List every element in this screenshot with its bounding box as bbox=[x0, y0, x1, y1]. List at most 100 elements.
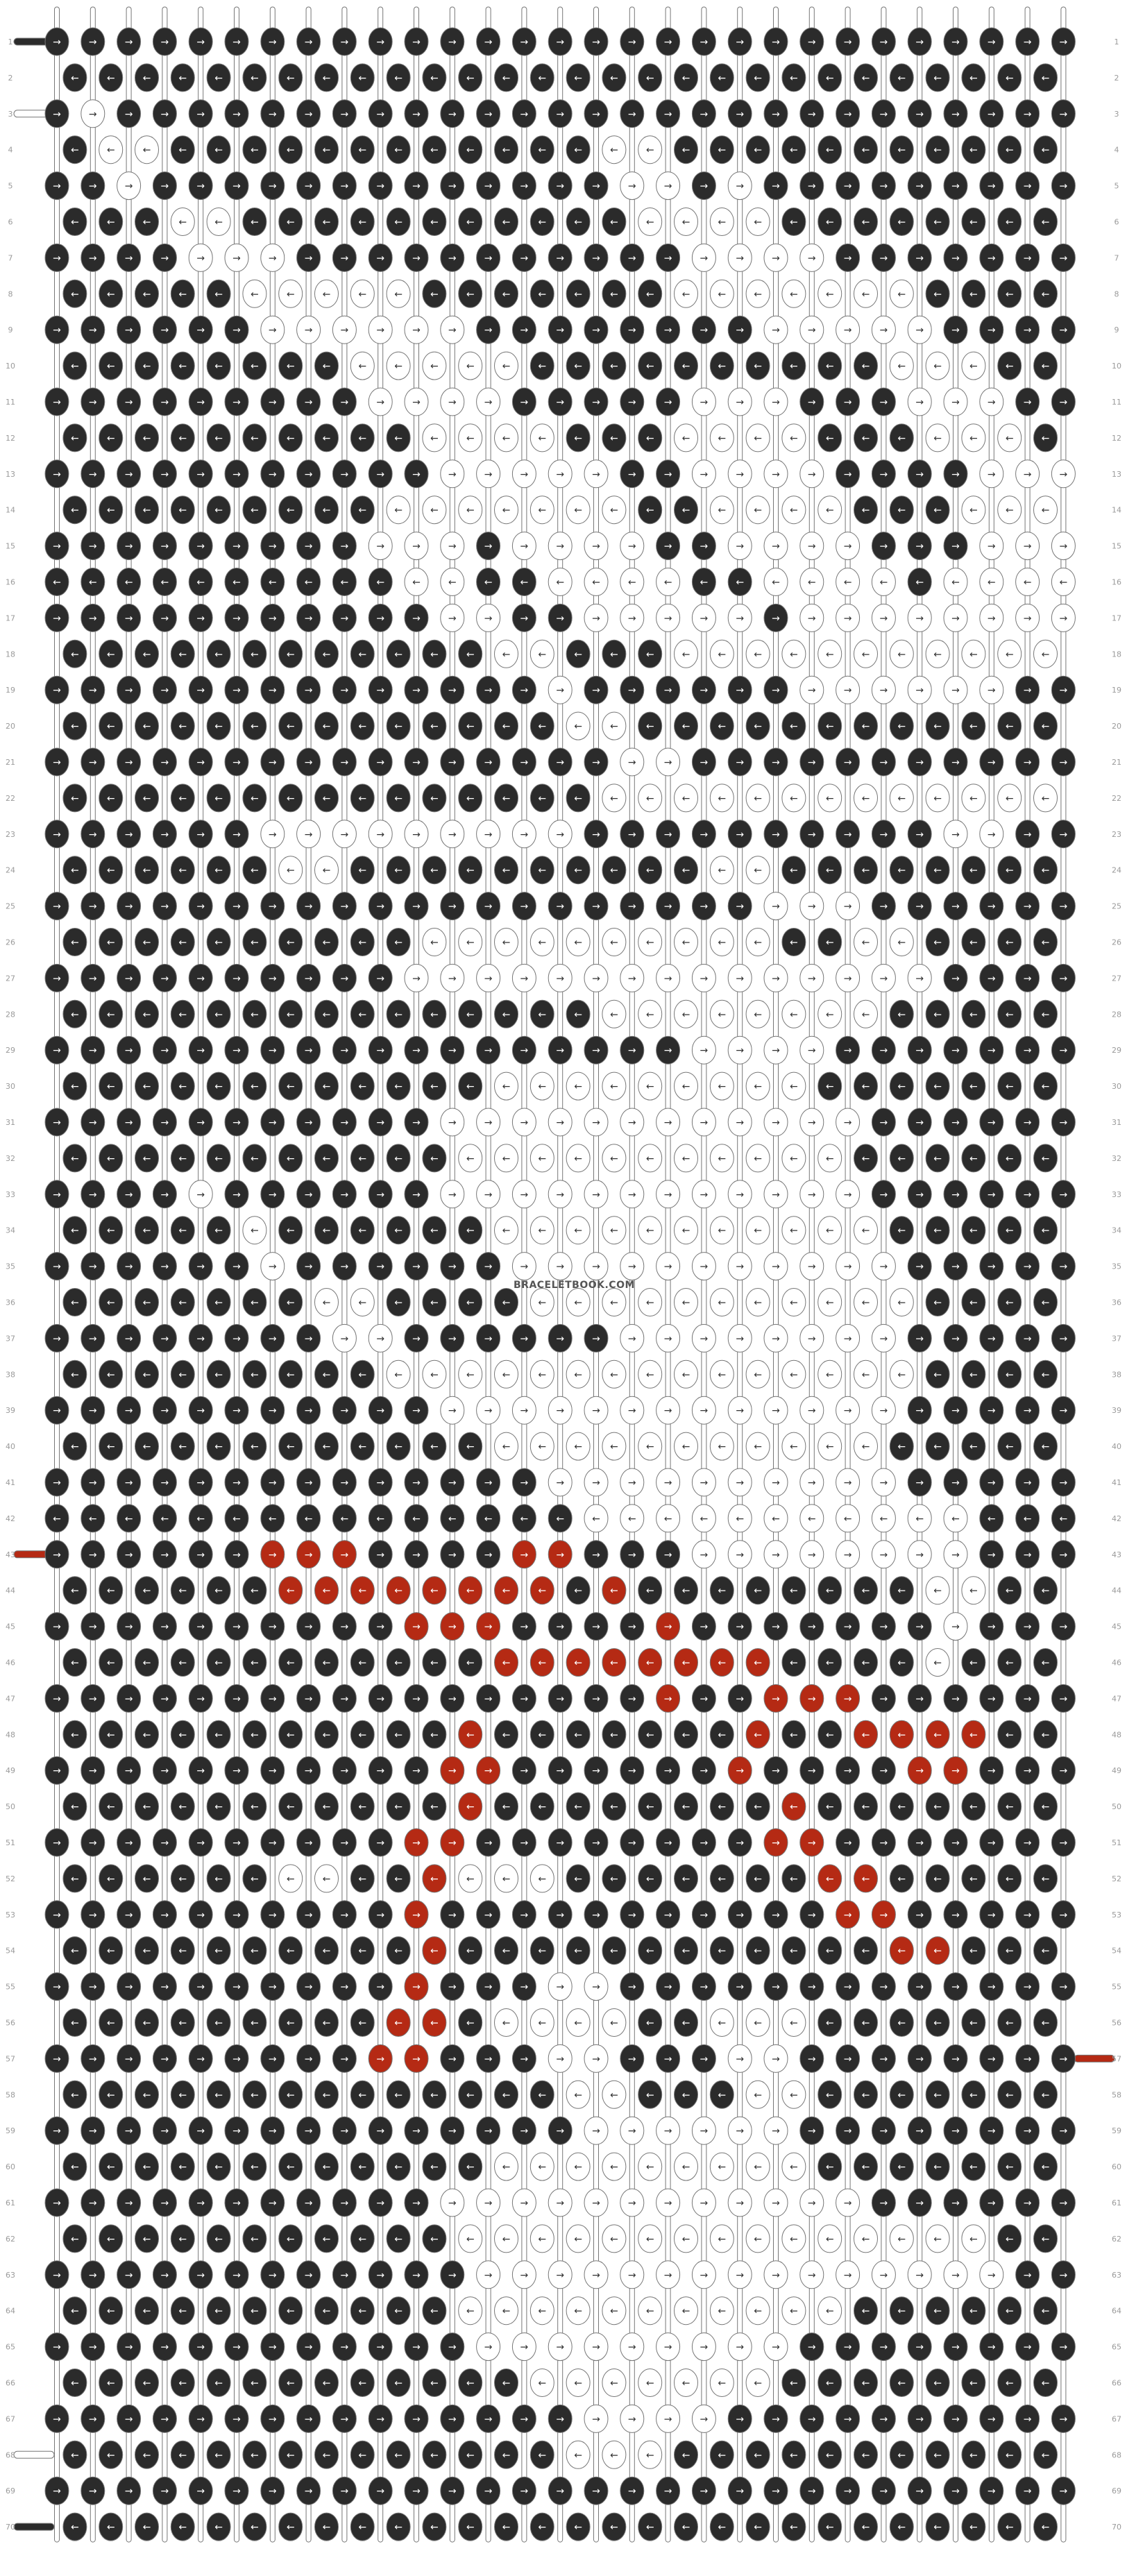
arrow-right-icon: → bbox=[808, 1982, 816, 1993]
knot bbox=[458, 279, 483, 308]
arrow-right-icon: → bbox=[988, 397, 996, 408]
arrow-left-icon: ← bbox=[574, 2378, 582, 2389]
arrow-right-icon: → bbox=[1060, 1550, 1068, 1561]
arrow-right-icon: → bbox=[951, 973, 960, 984]
arrow-right-icon: → bbox=[844, 325, 852, 336]
arrow-right-icon: → bbox=[664, 397, 672, 408]
arrow-left-icon: ← bbox=[323, 1081, 331, 1092]
arrow-left-icon: ← bbox=[53, 577, 61, 588]
arrow-left-icon: ← bbox=[502, 1369, 511, 1380]
arrow-right-icon: → bbox=[808, 1262, 816, 1273]
arrow-right-icon: → bbox=[196, 2342, 205, 2353]
arrow-left-icon: ← bbox=[538, 2234, 546, 2245]
row-label-left: 54 bbox=[6, 1947, 15, 1956]
arrow-left-icon: ← bbox=[915, 577, 924, 588]
arrow-right-icon: → bbox=[341, 2126, 349, 2137]
arrow-right-icon: → bbox=[305, 2198, 313, 2209]
arrow-right-icon: → bbox=[341, 1910, 349, 1921]
arrow-left-icon: ← bbox=[502, 433, 511, 444]
arrow-right-icon: → bbox=[520, 253, 529, 264]
knot bbox=[781, 999, 806, 1028]
arrow-right-icon: → bbox=[53, 1189, 61, 1201]
arrow-right-icon: → bbox=[880, 973, 888, 984]
arrow-right-icon: → bbox=[1024, 973, 1032, 984]
knot bbox=[494, 928, 518, 956]
arrow-right-icon: → bbox=[448, 613, 457, 624]
knot bbox=[584, 459, 609, 489]
arrow-right-icon: → bbox=[951, 901, 960, 913]
arrow-right-icon: → bbox=[772, 1982, 780, 1993]
knot bbox=[476, 963, 501, 992]
knot bbox=[925, 135, 950, 164]
arrow-left-icon: ← bbox=[1006, 73, 1014, 84]
arrow-right-icon: → bbox=[376, 2270, 384, 2281]
arrow-right-icon: → bbox=[736, 613, 744, 624]
arrow-left-icon: ← bbox=[394, 1874, 402, 1885]
arrow-left-icon: ← bbox=[358, 1298, 366, 1309]
knot bbox=[440, 568, 465, 596]
arrow-left-icon: ← bbox=[682, 1369, 690, 1380]
arrow-left-icon: ← bbox=[897, 289, 906, 300]
arrow-right-icon: → bbox=[196, 685, 205, 696]
arrow-left-icon: ← bbox=[862, 1153, 870, 1164]
arrow-left-icon: ← bbox=[574, 1946, 582, 1957]
knot bbox=[350, 856, 375, 885]
knot bbox=[854, 783, 878, 813]
knot bbox=[260, 27, 285, 56]
arrow-right-icon: → bbox=[664, 325, 672, 336]
arrow-right-icon: → bbox=[700, 253, 709, 264]
arrow-left-icon: ← bbox=[143, 505, 151, 516]
knot bbox=[871, 675, 896, 704]
arrow-right-icon: → bbox=[700, 973, 709, 984]
arrow-right-icon: → bbox=[772, 1765, 780, 1777]
knot bbox=[206, 495, 231, 525]
arrow-right-icon: → bbox=[269, 2486, 277, 2497]
knot bbox=[691, 603, 716, 632]
arrow-left-icon: ← bbox=[754, 1009, 762, 1020]
arrow-left-icon: ← bbox=[269, 577, 277, 588]
arrow-right-icon: → bbox=[305, 109, 313, 120]
arrow-left-icon: ← bbox=[107, 1802, 115, 1813]
knot bbox=[854, 63, 878, 92]
arrow-left-icon: ← bbox=[287, 2090, 295, 2101]
arrow-left-icon: ← bbox=[178, 2234, 187, 2245]
knot bbox=[781, 135, 806, 164]
arrow-left-icon: ← bbox=[214, 938, 223, 949]
row-label-right: 53 bbox=[1112, 1910, 1121, 1920]
knot bbox=[1033, 495, 1058, 525]
arrow-right-icon: → bbox=[341, 613, 349, 624]
arrow-left-icon: ← bbox=[933, 2450, 942, 2461]
arrow-left-icon: ← bbox=[969, 361, 978, 372]
arrow-right-icon: → bbox=[951, 1117, 960, 1128]
arrow-left-icon: ← bbox=[969, 73, 978, 84]
knot bbox=[117, 387, 142, 416]
arrow-left-icon: ← bbox=[969, 2018, 978, 2029]
arrow-left-icon: ← bbox=[214, 1226, 223, 1237]
arrow-left-icon: ← bbox=[969, 505, 978, 516]
arrow-left-icon: ← bbox=[143, 2378, 151, 2389]
arrow-right-icon: → bbox=[1024, 2198, 1032, 2209]
arrow-left-icon: ← bbox=[287, 505, 295, 516]
knot bbox=[99, 856, 124, 885]
knot bbox=[476, 603, 501, 632]
arrow-right-icon: → bbox=[1024, 1910, 1032, 1921]
arrow-right-icon: → bbox=[269, 685, 277, 696]
arrow-right-icon: → bbox=[556, 1189, 564, 1201]
arrow-right-icon: → bbox=[53, 685, 61, 696]
arrow-right-icon: → bbox=[520, 37, 529, 48]
arrow-left-icon: ← bbox=[682, 361, 690, 372]
arrow-left-icon: ← bbox=[287, 1298, 295, 1309]
arrow-left-icon: ← bbox=[251, 2018, 259, 2029]
arrow-right-icon: → bbox=[376, 397, 384, 408]
arrow-left-icon: ← bbox=[610, 793, 618, 804]
arrow-left-icon: ← bbox=[394, 2090, 402, 2101]
arrow-left-icon: ← bbox=[574, 2090, 582, 2101]
knot bbox=[961, 639, 986, 668]
arrow-left-icon: ← bbox=[897, 2234, 906, 2245]
knot bbox=[781, 207, 806, 236]
arrow-left-icon: ← bbox=[718, 1802, 726, 1813]
arrow-left-icon: ← bbox=[466, 73, 475, 84]
